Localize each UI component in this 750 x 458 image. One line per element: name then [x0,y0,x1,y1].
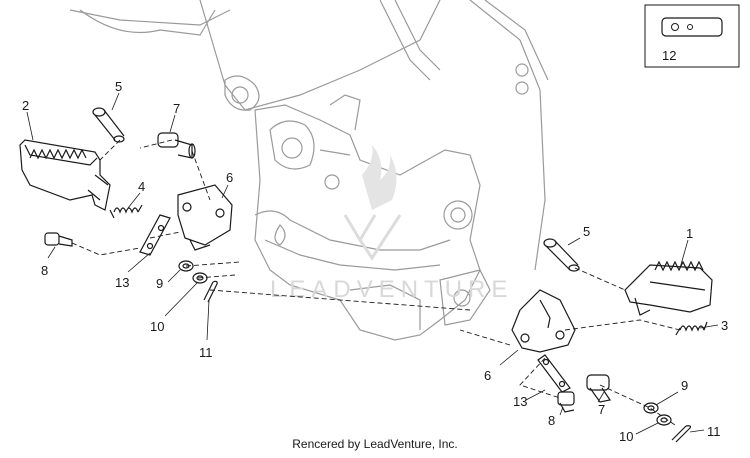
spring-4 [109,204,143,219]
right-parts [511,238,713,443]
callout-11-left: 11 [199,345,213,360]
bolt-7-left [157,132,196,159]
leader-lines [26,92,719,435]
inset-part-12: 12 [644,4,740,68]
callout-11-right: 11 [707,424,721,439]
callout-9-left: 9 [156,276,163,291]
watermark-logo: LEADVENTURE [270,145,513,303]
callout-13-right: 13 [513,394,527,409]
bracket-6-right [511,289,576,353]
callout-6-right: 6 [484,368,491,383]
callout-labels: 1 2 3 4 5 5 6 6 7 7 8 8 9 9 10 10 11 11 … [22,79,728,444]
callout-2: 2 [22,98,29,113]
watermark-text: LEADVENTURE [270,276,513,303]
spring-3 [675,321,708,336]
callout-6-left: 6 [226,170,233,185]
callout-7-right: 7 [598,402,605,417]
callout-8-right: 8 [548,413,555,428]
washer-9-right [643,402,659,414]
pin-5-right [543,238,580,272]
callout-4: 4 [138,179,145,194]
callout-10-right: 10 [619,429,633,444]
cotter-pin-11-left [203,280,218,303]
callout-1: 1 [686,226,693,241]
callout-10-left: 10 [150,319,164,334]
cotter-pin-11-right [671,425,692,443]
inset-label: 12 [662,48,676,63]
left-parts [19,107,233,303]
pin-5-left [92,107,125,143]
bolt-8-left [44,232,73,247]
callout-9-right: 9 [681,378,688,393]
bracket-6-left [177,184,233,251]
washer-10-right [656,414,672,426]
footer-credit: Rencered by LeadVenture, Inc. [292,437,458,451]
bolt-8-right [557,391,575,413]
assembly-lines [71,139,681,426]
callout-3: 3 [721,318,728,333]
bolt-7-right [586,374,611,403]
callout-5-right: 5 [583,224,590,239]
plate-13-left [139,214,171,256]
callout-8-left: 8 [41,263,48,278]
callout-7-left: 7 [173,101,180,116]
callout-13-left: 13 [115,275,129,290]
callout-5-left: 5 [115,79,122,94]
